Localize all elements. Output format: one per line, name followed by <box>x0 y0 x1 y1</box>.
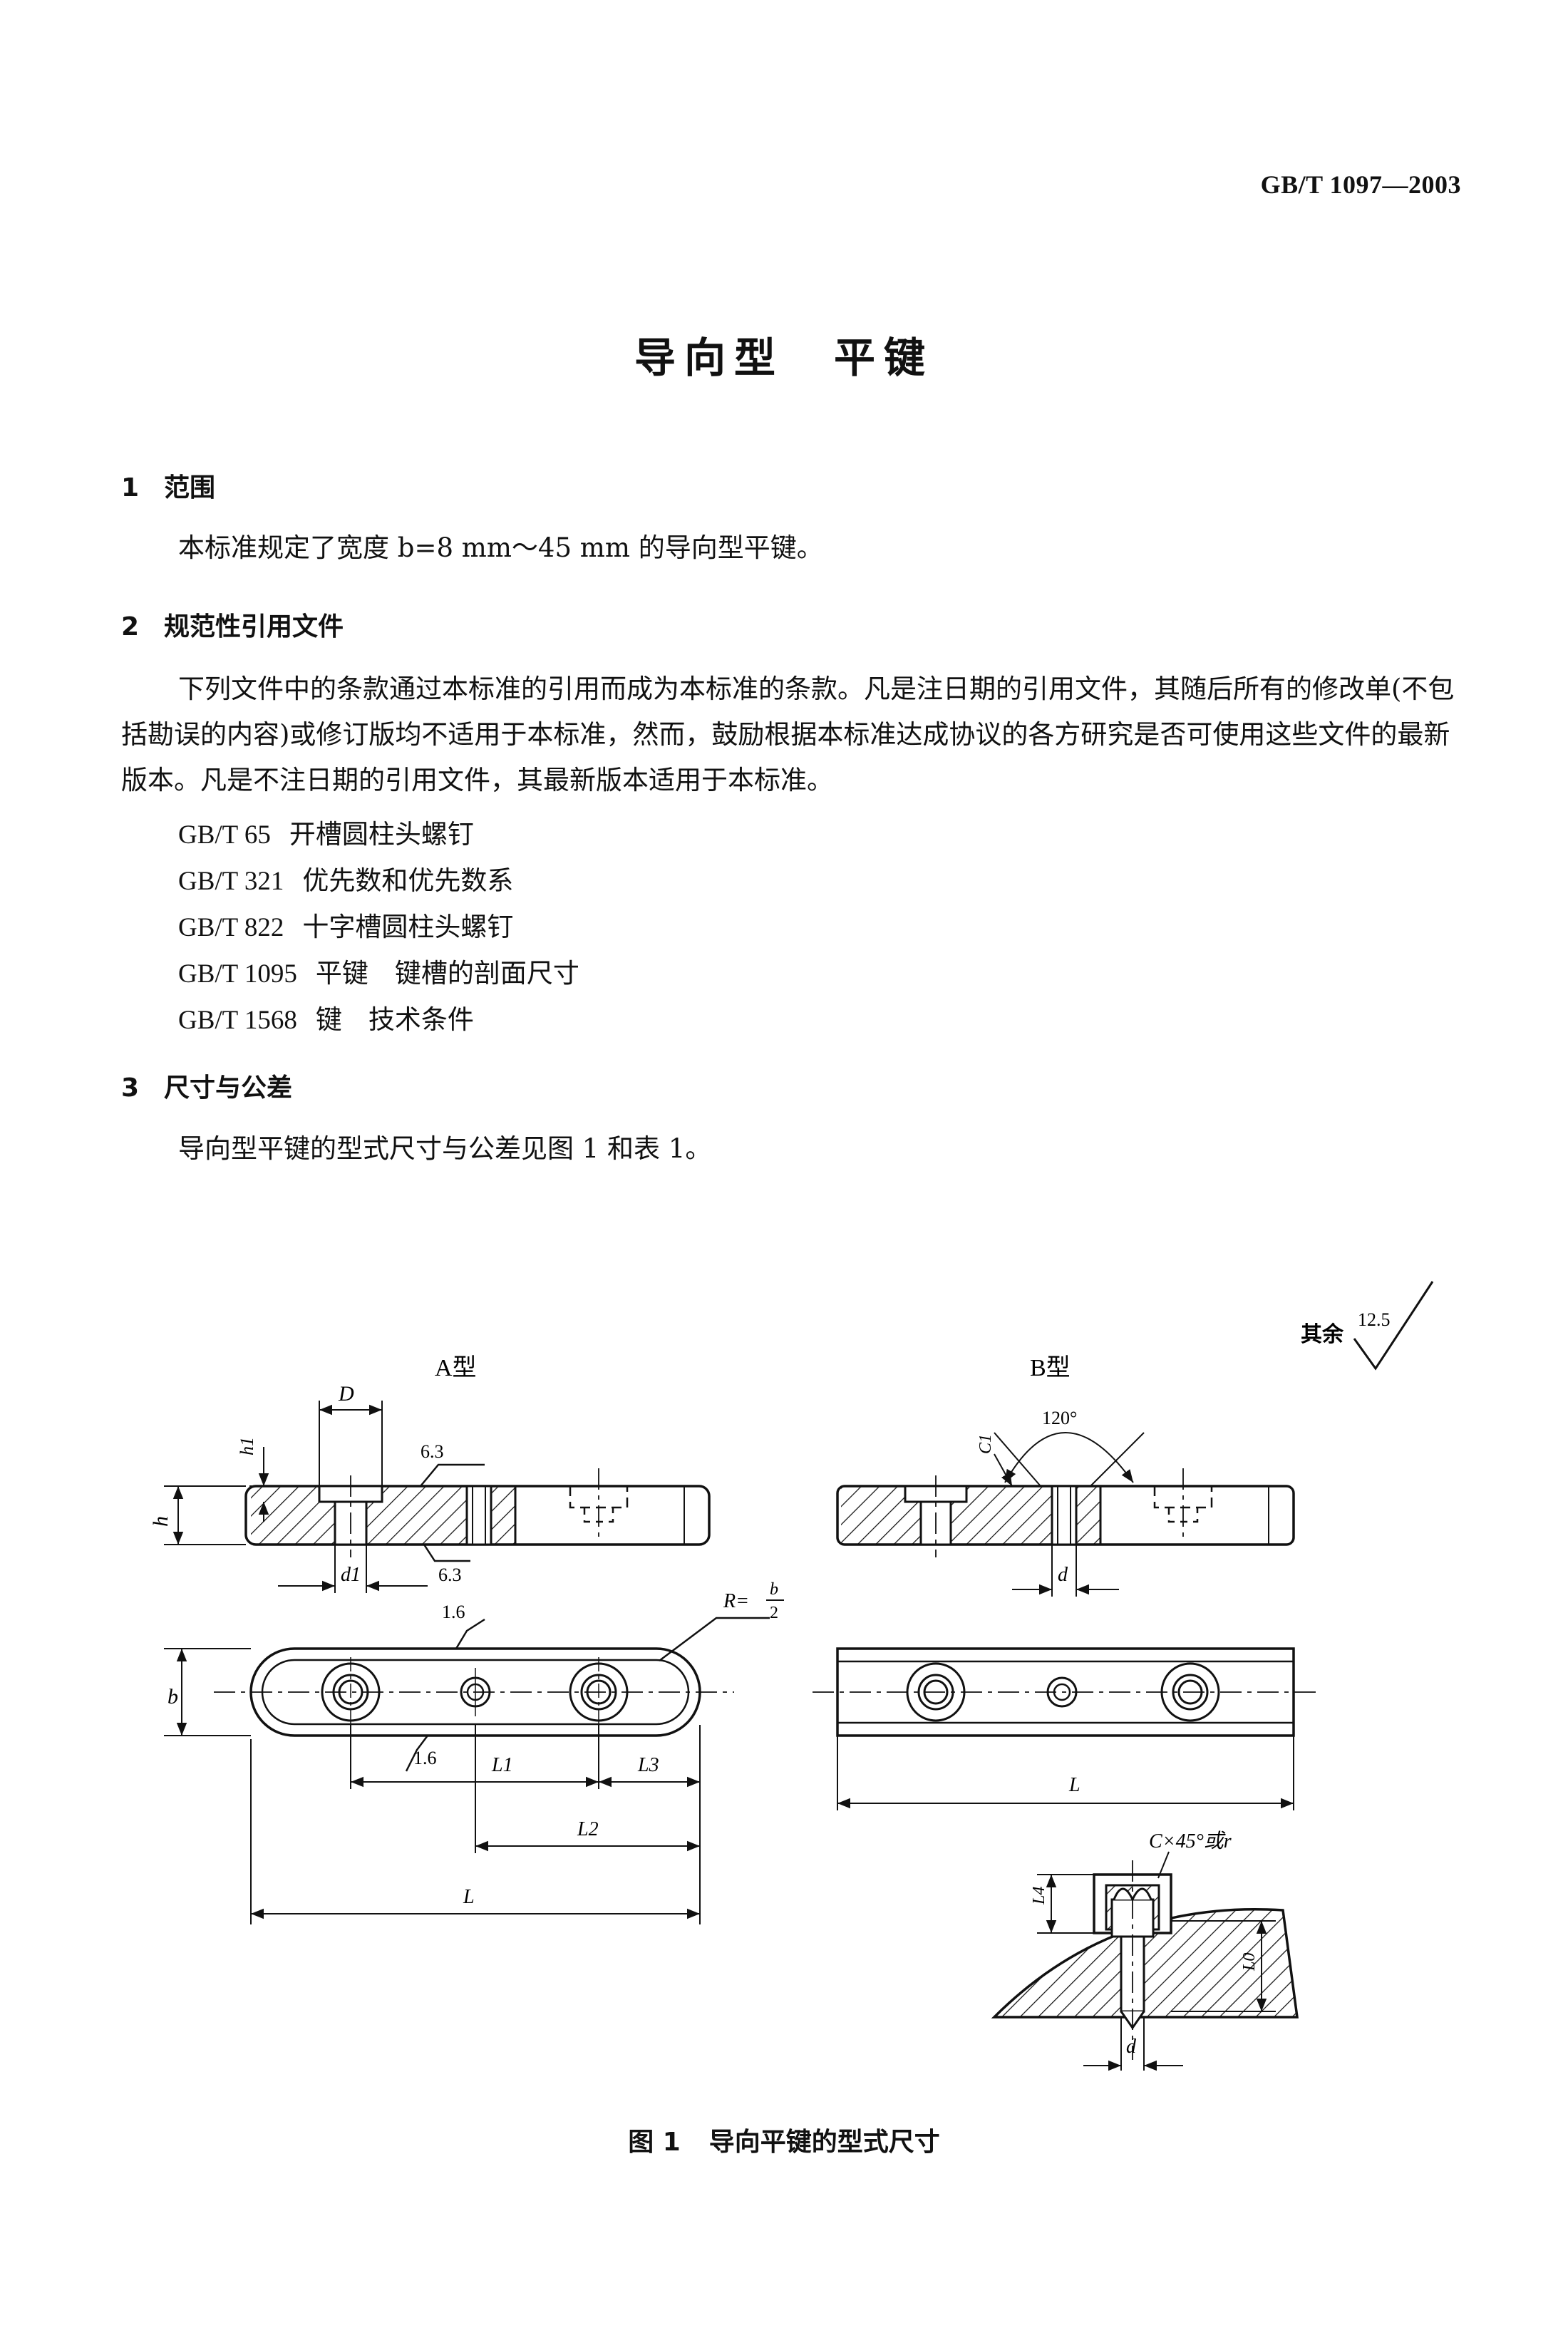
dim-C1: C1 <box>976 1434 995 1454</box>
type-a-top-view <box>214 1647 734 1737</box>
reference-code: GB/T 321 <box>178 867 284 896</box>
dim-d: d <box>1058 1564 1068 1586</box>
roughness-note: 其余 12.5 <box>1301 1281 1434 1371</box>
reference-code: GB/T 1095 <box>178 959 297 989</box>
figure-caption: 图 1 导向平键的型式尺寸 <box>0 2121 1568 2158</box>
figure-number: 图 1 <box>628 2128 681 2157</box>
document-title: 导向型 平键 <box>634 334 934 382</box>
type-a-dimensions <box>164 1401 485 1593</box>
reference-title: 优先数和优先数系 <box>302 865 514 896</box>
svg-text:2: 2 <box>770 1604 778 1622</box>
figure-drawing: 其余 12.5 A型 B型 <box>149 1281 1434 2071</box>
roughness-mark: 6.3 <box>421 1441 444 1462</box>
section-number: 2 <box>121 612 140 641</box>
paragraph-text: 本标准规定了宽度 b=8 mm～45 mm 的导向型平键。 <box>178 532 823 563</box>
reference-title: 键 技术条件 <box>315 1004 474 1035</box>
section-number: 3 <box>121 1073 140 1103</box>
dim-chamfer: C×45°或r <box>1149 1830 1232 1852</box>
section-3-heading: 3 尺寸与公差 <box>121 1067 292 1104</box>
reference-item: GB/T 65 开槽圆柱头螺钉 <box>178 813 474 851</box>
reference-title: 开槽圆柱头螺钉 <box>289 819 474 850</box>
dim-L3: L3 <box>637 1754 659 1776</box>
roughness-mark: 1.6 <box>413 1748 437 1768</box>
roughness-value: 12.5 <box>1358 1309 1391 1330</box>
section-2-heading: 2 规范性引用文件 <box>121 606 344 643</box>
angle-label: 120° <box>1042 1408 1077 1428</box>
dim-D: D <box>338 1382 354 1406</box>
reference-item: GB/T 822 十字槽圆柱头螺钉 <box>178 905 513 944</box>
type-b-top-view <box>813 1647 1319 1737</box>
figure-caption-text: 导向平键的型式尺寸 <box>708 2128 940 2157</box>
dim-L1: L1 <box>491 1754 513 1776</box>
section-number: 1 <box>121 473 140 502</box>
section-3-paragraph: 导向型平键的型式尺寸与公差见图 1 和表 1。 <box>121 1126 1461 1172</box>
type-a-label: A型 <box>435 1355 477 1381</box>
type-a-section-view <box>244 1468 711 1557</box>
dim-h1: h1 <box>237 1437 257 1455</box>
section-1-heading: 1 范围 <box>121 467 215 504</box>
section-2-paragraph: 下列文件中的条款通过本标准的引用而成为本标准的条款。凡是注日期的引用文件，其随后… <box>121 666 1461 803</box>
reference-item: GB/T 1095 平键 键槽的剖面尺寸 <box>178 952 579 990</box>
paragraph-text: 导向型平键的型式尺寸与公差见图 1 和表 1。 <box>178 1133 712 1164</box>
dim-d1: d1 <box>341 1564 361 1586</box>
type-b-dimensions <box>994 1432 1145 1597</box>
roughness-symbol-icon <box>1353 1281 1434 1371</box>
radius-label: R= b 2 <box>723 1580 784 1622</box>
reference-item: GB/T 1568 键 技术条件 <box>178 998 474 1036</box>
reference-title: 平键 键槽的剖面尺寸 <box>315 958 579 989</box>
dim-d-screw: d <box>1126 2036 1137 2058</box>
dim-L4: L4 <box>1030 1887 1048 1905</box>
dim-h: h <box>149 1516 172 1527</box>
reference-title: 十字槽圆柱头螺钉 <box>302 912 514 942</box>
section-title: 规范性引用文件 <box>164 612 344 641</box>
svg-text:b: b <box>770 1580 778 1599</box>
screw-detail-view <box>991 1860 1299 2060</box>
dim-L0: L0 <box>1240 1953 1259 1972</box>
reference-code: GB/T 65 <box>178 820 271 850</box>
dim-L-type-b: L <box>1068 1774 1080 1796</box>
type-b-top-dimensions <box>837 1736 1294 1810</box>
svg-text:R=: R= <box>723 1590 749 1612</box>
dim-L2: L2 <box>577 1818 599 1840</box>
reference-code: GB/T 1568 <box>178 1006 297 1035</box>
standard-number: GB/T 1097—2003 <box>1260 170 1461 199</box>
screw-dimensions <box>1037 1851 1276 2071</box>
dim-b: b <box>167 1685 178 1708</box>
reference-item: GB/T 321 优先数和优先数系 <box>178 859 513 897</box>
dim-L: L <box>463 1886 475 1908</box>
type-b-section-view <box>836 1468 1295 1557</box>
section-1-paragraph: 本标准规定了宽度 b=8 mm～45 mm 的导向型平键。 <box>121 525 1461 571</box>
roughness-note-text: 其余 <box>1301 1322 1344 1346</box>
section-title: 范围 <box>164 473 216 502</box>
section-title: 尺寸与公差 <box>164 1073 293 1103</box>
paragraph-text: 下列文件中的条款通过本标准的引用而成为本标准的条款。凡是注日期的引用文件，其随后… <box>121 674 1455 795</box>
roughness-mark: 1.6 <box>442 1602 465 1622</box>
roughness-mark: 6.3 <box>438 1565 462 1585</box>
reference-code: GB/T 822 <box>178 913 284 942</box>
type-a-top-dimensions <box>164 1617 770 1924</box>
type-b-label: B型 <box>1030 1355 1071 1381</box>
